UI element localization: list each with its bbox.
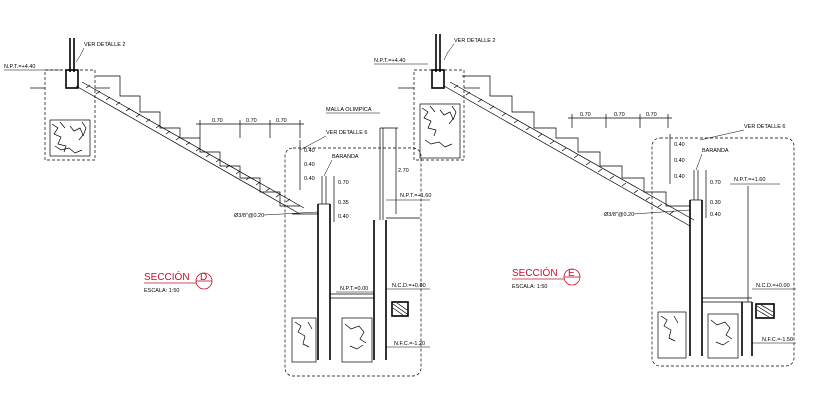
section-d-slope (75, 81, 305, 215)
dim-side-2: 0.40 (304, 162, 315, 168)
dim-top-1: 0.70 (212, 118, 223, 124)
npt-low-label: N.P.T.=0.00 (340, 286, 368, 292)
section-e-stairs: 0.70 0.70 0.70 0.40 0.40 0.40 (462, 75, 690, 207)
dim-rail-2: 0.35 (338, 200, 349, 206)
baranda-label: BARANDA (702, 148, 729, 154)
dim-rail-3: 0.40 (710, 212, 721, 218)
section-d-tag: D (200, 272, 207, 283)
section-d: N.P.T.=+4.40 VER DETALLE 2 0.70 0.70 0.7… (4, 38, 431, 377)
section-e-tag: E (568, 268, 575, 279)
dim-top-2: 0.70 (614, 112, 625, 118)
section-d-wall: 0.70 0.35 0.40 2.70 MALLA OLIMPICA VER D… (234, 107, 431, 377)
npt-mid-label: N.P.T.=+1.60 (400, 193, 431, 199)
section-e: N.P.T.=+4.40 VER DETALLE 2 0.70 0.70 0.7… (374, 34, 796, 367)
dim-top-1: 0.70 (580, 112, 591, 118)
section-e-title: SECCIÓN E ESCALA: 1:50 (512, 266, 581, 290)
npt-top-label: N.P.T.=+4.40 (4, 64, 35, 70)
section-e-slope (443, 81, 695, 227)
rebar-label: Ø3/8"@0.20 (604, 212, 634, 218)
ver-detalle-6-label: VER DETALLE 6 (744, 124, 785, 130)
section-d-scale: ESCALA: 1:50 (144, 288, 179, 294)
dim-rail-3: 0.40 (338, 214, 349, 220)
dim-top-3: 0.70 (646, 112, 657, 118)
section-e-scale: ESCALA: 1:50 (512, 284, 547, 290)
section-e-top-footing: N.P.T.=+4.40 VER DETALLE 2 (374, 34, 495, 161)
section-d-top-footing: N.P.T.=+4.40 VER DETALLE 2 (4, 38, 125, 161)
ver-detalle-2-label: VER DETALLE 2 (454, 38, 495, 44)
rebar-label: Ø3/8"@0.20 (234, 213, 264, 219)
npt-top-label: N.P.T.=+4.40 (374, 58, 405, 64)
nfc-label: N.F.C.=-1.50 (762, 337, 793, 343)
dim-top-3: 0.70 (276, 118, 287, 124)
dim-side-1: 0.40 (674, 142, 685, 148)
ver-detalle-6-label: VER DETALLE 6 (326, 130, 367, 136)
dim-rail-2: 0.30 (710, 200, 721, 206)
dim-top-2: 0.70 (246, 118, 257, 124)
dim-side-2: 0.40 (674, 158, 685, 164)
section-d-title-text: SECCIÓN (144, 270, 190, 283)
dim-side-3: 0.40 (674, 174, 685, 180)
malla-olimpica-label: MALLA OLIMPICA (326, 107, 372, 113)
nfc-label: N.F.C.=-1.20 (394, 341, 425, 347)
dim-mast: 2.70 (398, 168, 409, 174)
ncd-label: N.C.D.=+0.00 (392, 283, 426, 289)
section-d-stairs: 0.70 0.70 0.70 0.40 0.40 0.40 (96, 75, 315, 207)
section-e-wall: 0.70 0.30 0.40 VER DETALLE 6 BARANDA N.P… (604, 124, 796, 367)
dim-side-1: 0.40 (304, 148, 315, 154)
dim-rail-1: 0.70 (338, 180, 349, 186)
baranda-label: BARANDA (332, 154, 359, 160)
dim-side-3: 0.40 (304, 176, 315, 182)
section-d-title: SECCIÓN D ESCALA: 1:50 (144, 270, 213, 294)
ncd-label: N.C.D.=+0.00 (756, 283, 790, 289)
ver-detalle-2-label: VER DETALLE 2 (84, 42, 125, 48)
npt-mid-label: N.P.T.=+1.60 (734, 177, 765, 183)
section-e-title-text: SECCIÓN (512, 266, 558, 279)
dim-rail-1: 0.70 (710, 180, 721, 186)
